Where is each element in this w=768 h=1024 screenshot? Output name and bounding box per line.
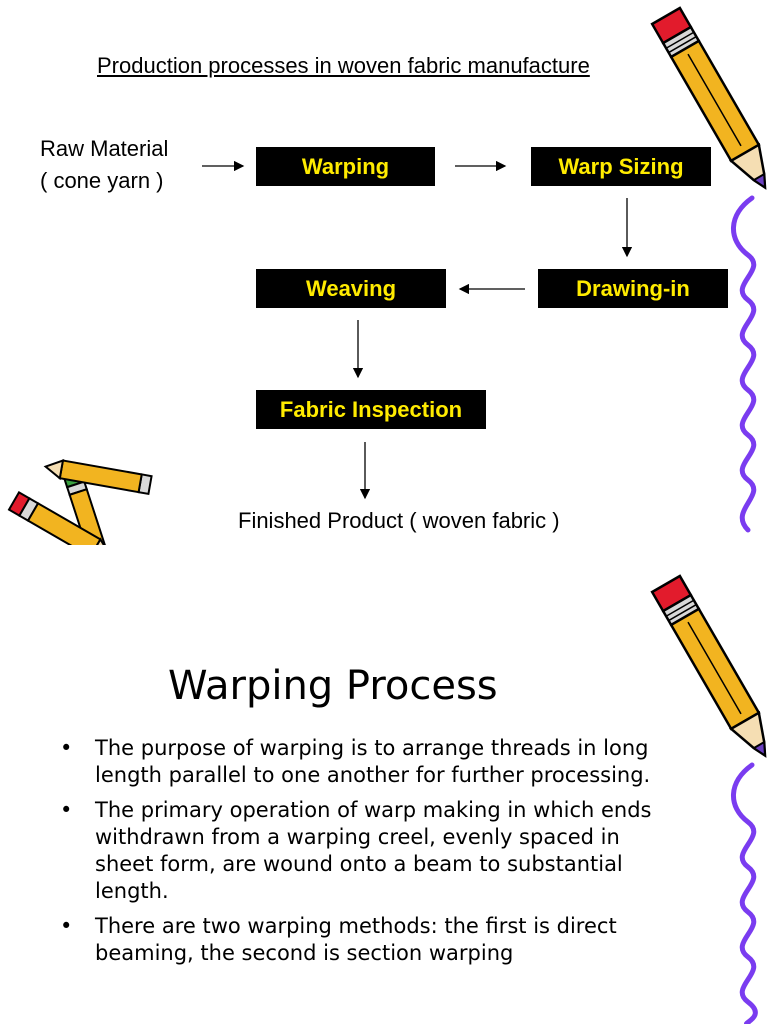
wavy-border xyxy=(731,762,758,1024)
flow-diagram-graphics xyxy=(7,6,767,545)
crossed-pencils-icon xyxy=(7,458,153,545)
bullet-icon: • xyxy=(60,914,73,938)
slide-title: Warping Process xyxy=(168,663,498,709)
bullet-text: There are two warping methods: the first… xyxy=(95,914,617,965)
slide-production-processes: Production processes in woven fabric man… xyxy=(7,6,767,545)
step-fabric-inspection: Fabric Inspection xyxy=(256,390,486,429)
bullet-list: • The purpose of warping is to arrange t… xyxy=(60,735,680,975)
list-item: • The primary operation of warp making i… xyxy=(60,797,680,905)
step-warp-sizing: Warp Sizing xyxy=(531,147,711,186)
step-weaving: Weaving xyxy=(256,269,446,308)
raw-material-label: Raw Material xyxy=(40,136,169,161)
finished-product-label: Finished Product ( woven fabric ) xyxy=(238,508,560,533)
bullet-icon: • xyxy=(60,798,73,822)
slide-gap xyxy=(0,545,768,570)
raw-material-sublabel: ( cone yarn ) xyxy=(40,168,164,193)
bullet-icon: • xyxy=(60,736,73,760)
slide-warping-process: Warping Process • The purpose of warping… xyxy=(0,570,768,1024)
pencil-icon xyxy=(650,574,767,758)
bullet-text: The primary operation of warp making in … xyxy=(95,798,652,903)
slide2-graphics xyxy=(650,574,767,1024)
step-warping: Warping xyxy=(256,147,435,186)
step-drawing-in: Drawing-in xyxy=(538,269,728,308)
list-item: • The purpose of warping is to arrange t… xyxy=(60,735,680,789)
bullet-text: The purpose of warping is to arrange thr… xyxy=(95,736,651,787)
wavy-border xyxy=(731,195,757,533)
pencil-icon xyxy=(650,6,767,190)
list-item: • There are two warping methods: the fir… xyxy=(60,913,680,967)
slide-title: Production processes in woven fabric man… xyxy=(97,53,590,78)
